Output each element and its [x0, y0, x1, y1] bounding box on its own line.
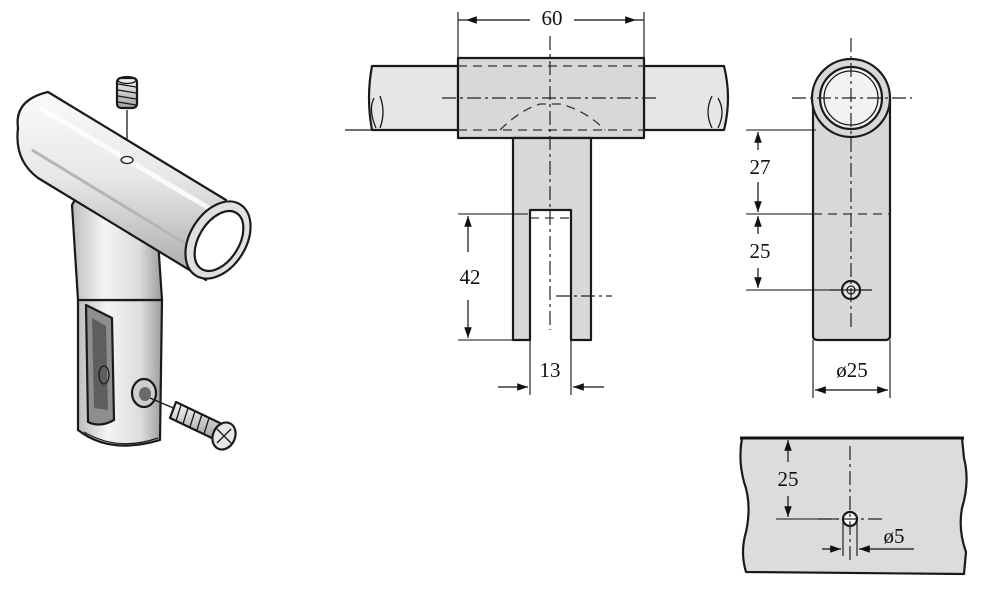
mounting-screw-icon — [149, 397, 237, 451]
isometric-view — [16, 75, 252, 451]
mounting-plate — [739, 436, 968, 576]
dim-plate-offset: 25 — [778, 467, 799, 491]
dim-top-width: 60 — [542, 6, 563, 30]
dim-slot-width: 13 — [540, 358, 561, 382]
plate-detail: 25 ø5 — [739, 436, 968, 576]
front-tube-right — [642, 64, 730, 132]
dim-tube-diameter: ø25 — [836, 358, 868, 382]
set-screw-icon — [115, 75, 139, 160]
dim-side-lower: 25 — [750, 239, 771, 263]
side-view: 27 25 ø25 — [746, 38, 912, 398]
front-view: 60 42 13 — [345, 6, 730, 395]
dim-side-upper: 27 — [750, 155, 771, 179]
front-fitting-stem — [511, 136, 593, 342]
dim-hole-diameter: ø5 — [884, 524, 905, 548]
dim-slot-depth: 42 — [460, 265, 481, 289]
